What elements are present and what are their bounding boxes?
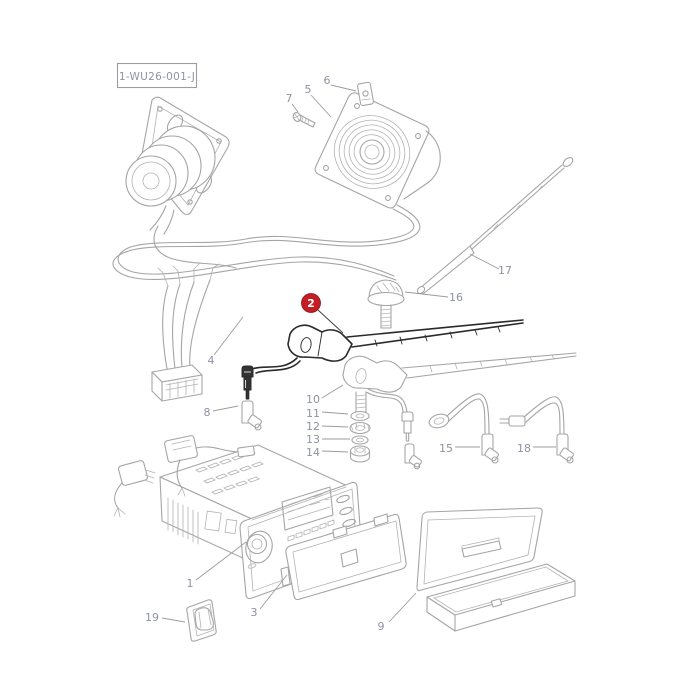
radio-display	[281, 486, 334, 531]
badge-circle	[301, 293, 321, 313]
radio-rear-connectors	[113, 435, 255, 518]
speaker-angled-drawing	[125, 96, 230, 235]
antenna-base-assembly-drawing	[342, 352, 577, 470]
antenna-plug-gray-drawing	[401, 411, 422, 470]
highlighted-antenna-assembly-drawing	[241, 319, 524, 400]
mounting-clip-19-drawing	[186, 599, 217, 642]
callout-8: 8	[204, 406, 211, 419]
callout-6: 6	[324, 74, 331, 87]
radio-side-grille	[167, 497, 238, 545]
washer-12-drawing	[349, 421, 371, 435]
antenna-plug-drawing	[241, 365, 254, 400]
callout-15: 15	[439, 442, 453, 455]
callout-16: 16	[449, 291, 463, 304]
callout-labels: 1 3 4 5 6 7 8 9 10 11 12 13 14 15 16 17 …	[145, 74, 531, 633]
callout-17: 17	[498, 264, 512, 277]
antenna-mast-drawing	[416, 157, 574, 295]
nut-14-drawing	[349, 445, 371, 463]
callout-19: 19	[145, 611, 159, 624]
antenna-cable-18-drawing	[499, 396, 574, 464]
radio-volume-knob	[246, 533, 268, 555]
antenna-adapter-drawing	[241, 400, 262, 431]
washer-11-drawing	[350, 410, 370, 422]
callout-18: 18	[517, 442, 531, 455]
callout-leader-lines	[161, 84, 556, 623]
radio-top-vents	[195, 450, 264, 495]
radio-faceplate-drawing	[280, 513, 407, 601]
callout-12: 12	[306, 420, 320, 433]
callout-4: 4	[208, 354, 215, 367]
callout-3: 3	[251, 606, 258, 619]
callout-10: 10	[306, 393, 320, 406]
storage-box-drawing	[416, 507, 576, 632]
speaker-front-drawing	[314, 92, 441, 209]
mounting-clip-top-drawing	[357, 81, 374, 107]
reference-code-box: 1-WU26-001-J	[116, 62, 198, 89]
antenna-base-drawing	[367, 279, 405, 329]
radio-unit-drawing	[113, 435, 363, 600]
washer-13-drawing	[351, 435, 369, 445]
badge-number: 2	[307, 297, 315, 310]
callout-1: 1	[187, 577, 194, 590]
callout-7: 7	[286, 92, 293, 105]
reference-code-label: 1-WU26-001-J	[119, 71, 195, 83]
callout-5: 5	[305, 83, 312, 96]
wiring-harness-drawing	[151, 263, 220, 402]
callout-11: 11	[306, 407, 320, 420]
harness-connector-drawing	[151, 364, 203, 402]
callout-14: 14	[306, 446, 320, 459]
mounting-screw-drawing	[292, 112, 316, 128]
part-highlight-badge: 2	[301, 293, 321, 313]
callout-13: 13	[306, 433, 320, 446]
callout-9: 9	[378, 620, 385, 633]
antenna-cable-15-drawing	[428, 393, 499, 464]
